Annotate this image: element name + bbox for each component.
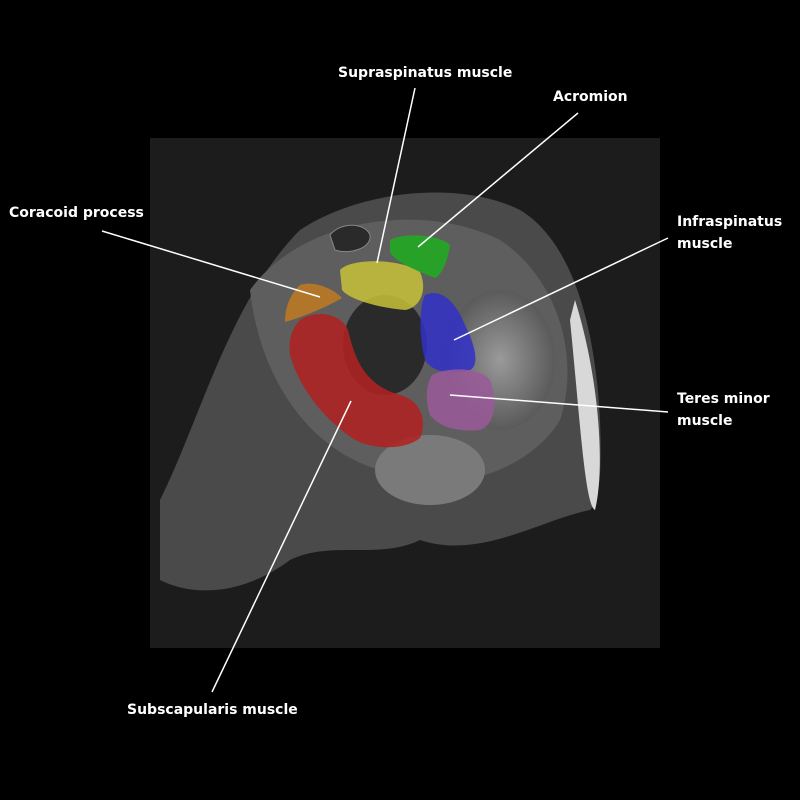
- clavicle: [329, 224, 371, 253]
- label-subscapularis: Subscapularis muscle: [127, 702, 298, 718]
- label-coracoid: Coracoid process: [9, 205, 144, 221]
- glenoid-dark: [343, 295, 427, 395]
- label-infraspinatus: Infraspinatus muscle: [677, 211, 782, 255]
- infraspinatus-region: [420, 293, 476, 373]
- label-teres-line2: muscle: [677, 413, 733, 429]
- teres-minor-line: [449, 394, 669, 413]
- subscapularis-region: [289, 314, 424, 448]
- infraspinatus-line: [453, 237, 669, 341]
- lower-tissue: [375, 435, 485, 505]
- teres-minor-region: [426, 369, 495, 431]
- coracoid-region: [285, 283, 342, 322]
- label-infraspinatus-line1: Infraspinatus: [677, 214, 783, 230]
- leader-lines: [101, 87, 669, 693]
- label-infraspinatus-line2: muscle: [677, 236, 733, 252]
- coracoid-line: [101, 230, 321, 298]
- label-supraspinatus: Supraspinatus muscle: [338, 65, 513, 81]
- acromion-line: [417, 112, 579, 248]
- supraspinatus-line: [376, 87, 416, 264]
- subscapularis-line: [211, 400, 352, 693]
- acromion-region: [390, 235, 450, 278]
- supraspinatus-region: [340, 261, 424, 310]
- label-acromion: Acromion: [553, 89, 628, 105]
- label-teres-line1: Teres minor: [677, 391, 770, 407]
- label-teres-minor: Teres minor muscle: [677, 388, 770, 432]
